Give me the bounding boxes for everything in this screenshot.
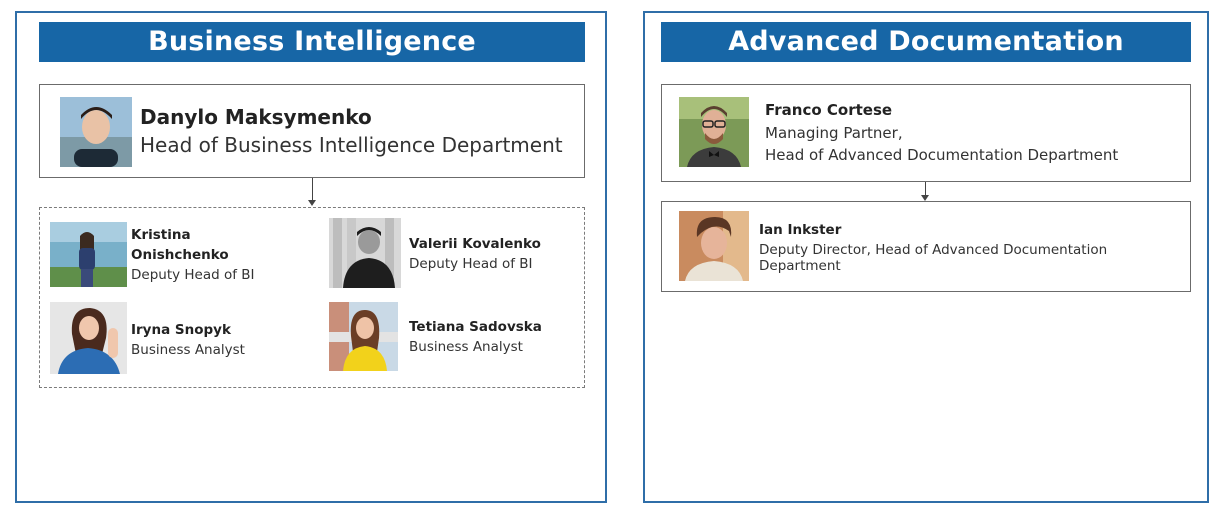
member-name: Ian Inkster <box>759 222 842 238</box>
avatar <box>50 222 127 287</box>
head-name: Franco Cortese <box>765 101 893 119</box>
avatar <box>679 211 749 281</box>
head-card-danylo[interactable]: Danylo Maksymenko Head of Business Intel… <box>39 84 585 178</box>
member-name: Iryna Snopyk <box>131 322 231 338</box>
member-card-ian[interactable]: Ian Inkster Deputy Director, Head of Adv… <box>661 201 1191 292</box>
head-card-franco[interactable]: Franco Cortese Managing Partner, Head of… <box>661 84 1191 182</box>
avatar <box>60 97 132 167</box>
connector-line <box>925 182 926 196</box>
head-role: Head of Business Intelligence Department <box>140 133 563 157</box>
connector-arrow-icon <box>921 195 929 201</box>
avatar <box>329 302 398 371</box>
head-role: Managing Partner, <box>765 124 903 142</box>
connector-arrow-icon <box>308 200 316 206</box>
member-name: Onishchenko <box>131 247 229 263</box>
avatar <box>50 302 127 374</box>
advanced-documentation-title: Advanced Documentation <box>661 22 1191 62</box>
head-role: Head of Advanced Documentation Departmen… <box>765 146 1119 164</box>
member-role: Deputy Head of BI <box>409 256 533 272</box>
member-role: Deputy Director, Head of Advanced Docume… <box>759 242 1108 274</box>
member-role: Deputy Head of BI <box>131 267 255 283</box>
member-role: Business Analyst <box>131 342 245 358</box>
head-name: Danylo Maksymenko <box>140 105 372 129</box>
bi-team-group <box>39 207 585 388</box>
avatar <box>329 218 401 288</box>
connector-line <box>312 178 313 200</box>
member-name: Valerii Kovalenko <box>409 236 541 252</box>
member-role: Business Analyst <box>409 339 523 355</box>
member-name: Kristina <box>131 227 191 243</box>
avatar <box>679 97 749 167</box>
business-intelligence-title: Business Intelligence <box>39 22 585 62</box>
member-name: Tetiana Sadovska <box>409 319 542 335</box>
